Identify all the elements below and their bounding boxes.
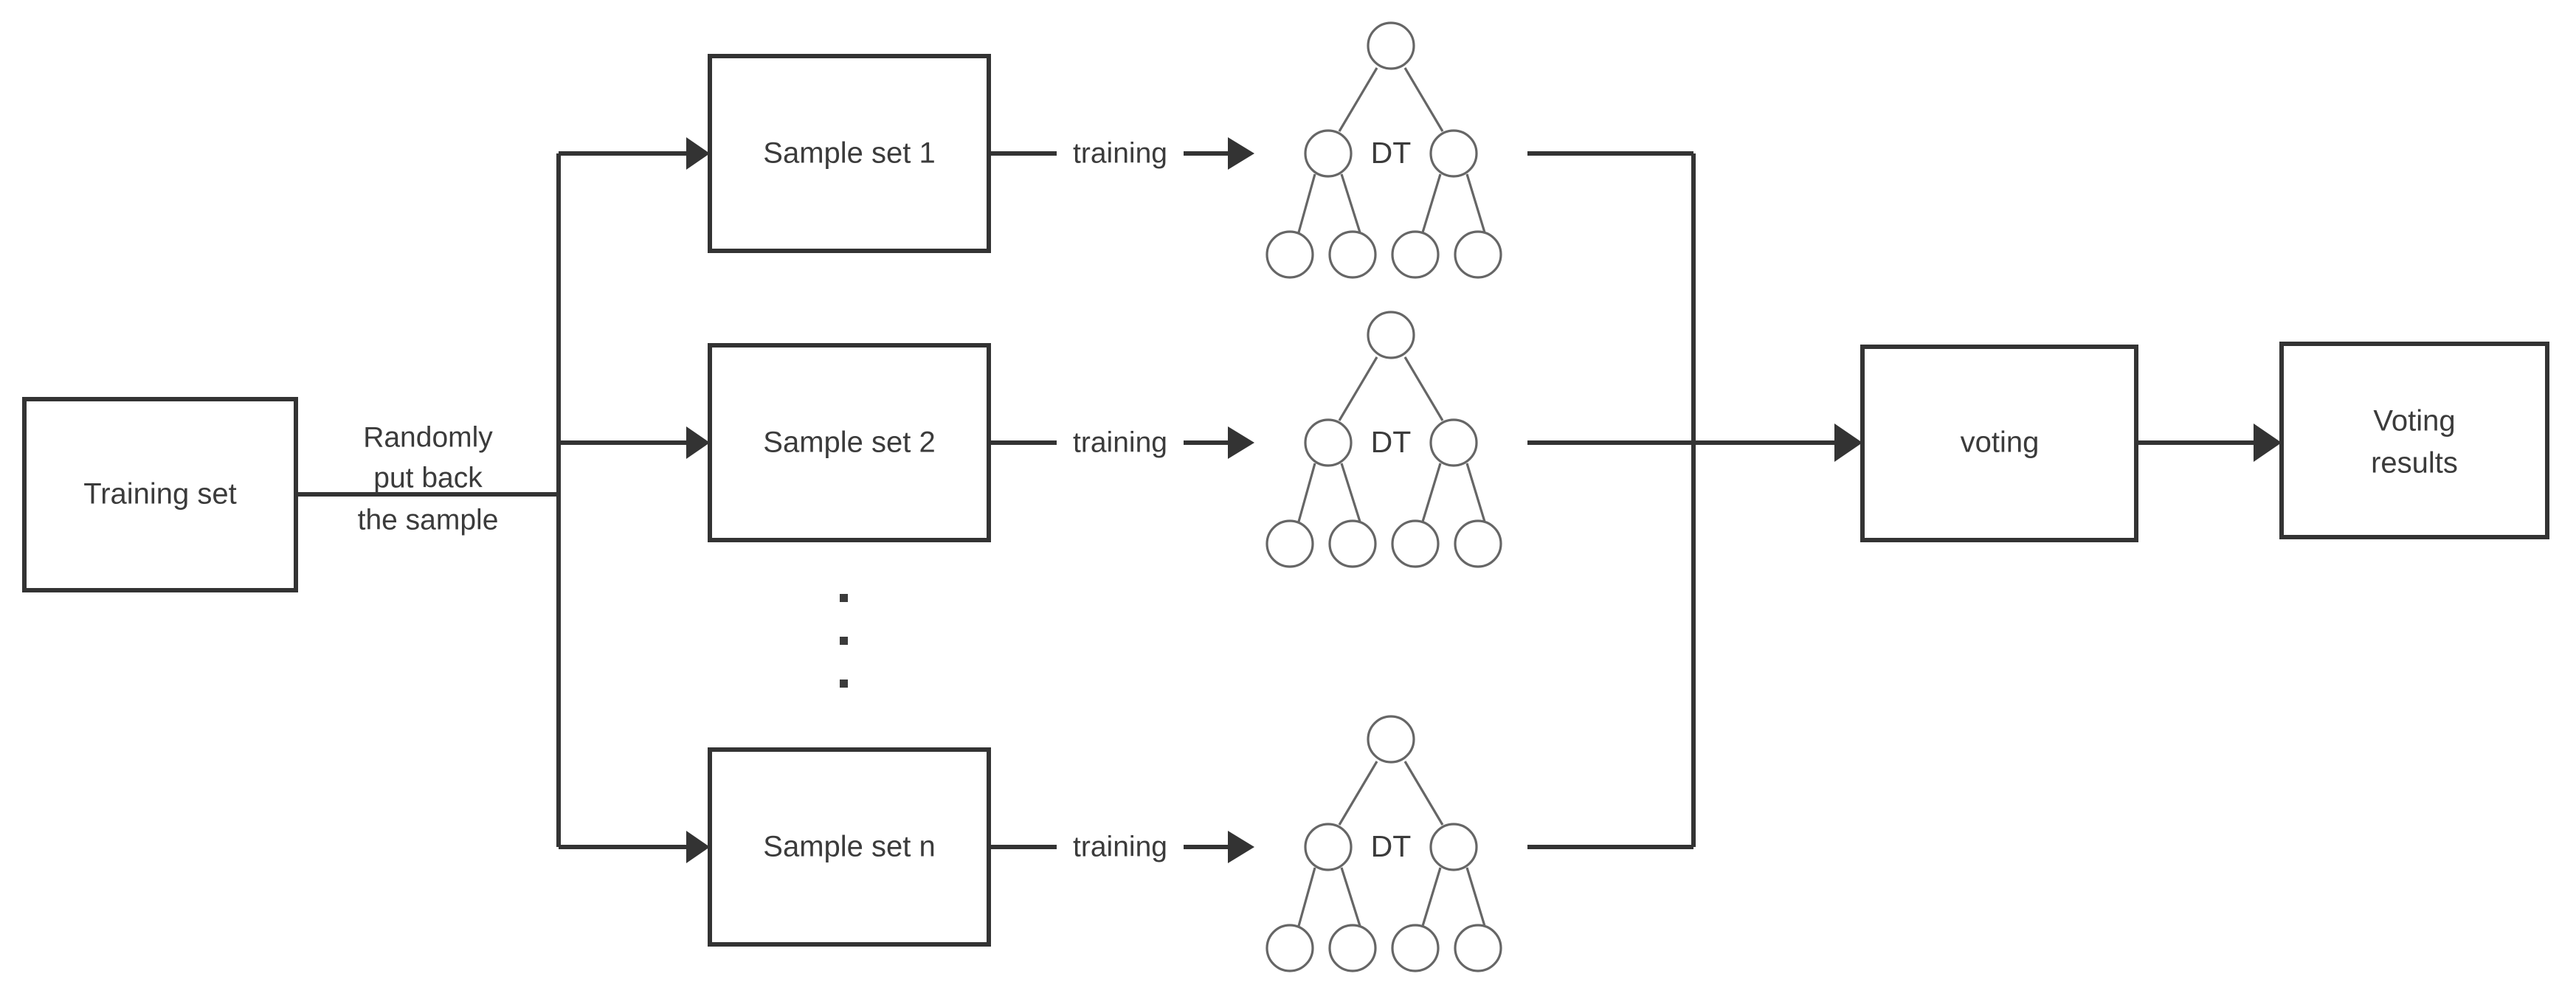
training-label-2: training: [1073, 426, 1167, 458]
training-label-n: training: [1073, 831, 1167, 862]
tree-node-root: [1367, 311, 1415, 359]
tree-node-root: [1367, 21, 1415, 70]
vertical-ellipsis-icon: [840, 594, 848, 688]
tree-leaf-3: [1391, 924, 1440, 972]
tree-leaf-1: [1265, 230, 1314, 279]
voting-results-label-line2: results: [2371, 447, 2458, 480]
connector-bus-to-voting: [1693, 423, 1862, 462]
voting-label: voting: [1961, 426, 2040, 459]
decision-tree-1[interactable]: DT: [1265, 21, 1502, 279]
tree-leaf-4: [1454, 230, 1502, 279]
tree-leaf-2: [1328, 519, 1377, 568]
bagging-label-line3: the sample: [358, 504, 499, 536]
connector-sample2-to-tree2: training: [989, 426, 1254, 459]
tree-node-right: [1429, 129, 1478, 178]
tree-leaf-1: [1265, 924, 1314, 972]
tree-node-right: [1429, 418, 1478, 467]
connector-spine-to-samplen: [559, 831, 710, 863]
sample-set-2-box[interactable]: Sample set 2: [708, 343, 991, 542]
tree-node-left: [1304, 418, 1353, 467]
tree-leaf-4: [1454, 924, 1502, 972]
voting-results-box[interactable]: Voting results: [2279, 342, 2549, 539]
tree-leaf-2: [1328, 924, 1377, 972]
connector-samplen-to-treen: training: [989, 831, 1254, 863]
bagging-label-line1: Randomly: [363, 421, 493, 453]
voting-results-label-line1: Voting: [2373, 405, 2455, 438]
tree-leaf-2: [1328, 230, 1377, 279]
connector-spine-to-sample2: [559, 426, 710, 459]
connector-sample1-to-tree1: training: [989, 137, 1254, 170]
bagging-label-line2: put back: [373, 462, 483, 494]
bagging-edge-label: Randomly put back the sample: [358, 421, 499, 536]
connector-voting-to-results: [2136, 423, 2282, 462]
voting-box[interactable]: voting: [1860, 345, 2138, 542]
training-set-label: Training set: [83, 478, 237, 511]
sample-set-1-box[interactable]: Sample set 1: [708, 54, 991, 253]
tree-leaf-1: [1265, 519, 1314, 568]
tree-leaf-3: [1391, 519, 1440, 568]
decision-tree-2-label: DT: [1371, 425, 1412, 459]
tree-node-root: [1367, 715, 1415, 764]
decision-tree-1-label: DT: [1371, 136, 1412, 170]
tree-node-left: [1304, 823, 1353, 871]
sample-set-n-label: Sample set n: [763, 831, 935, 863]
tree-leaf-4: [1454, 519, 1502, 568]
decision-tree-2[interactable]: DT: [1265, 311, 1502, 568]
decision-tree-n-label: DT: [1371, 829, 1412, 863]
training-label-1: training: [1073, 137, 1167, 169]
sample-set-1-label: Sample set 1: [763, 137, 935, 170]
sample-set-n-box[interactable]: Sample set n: [708, 747, 991, 947]
tree-node-left: [1304, 129, 1353, 178]
connector-spine-to-sample1: [559, 137, 710, 170]
sample-set-2-label: Sample set 2: [763, 426, 935, 459]
decision-tree-n[interactable]: DT: [1265, 715, 1502, 972]
tree-node-right: [1429, 823, 1478, 871]
training-set-box[interactable]: Training set: [22, 397, 298, 592]
tree-leaf-3: [1391, 230, 1440, 279]
